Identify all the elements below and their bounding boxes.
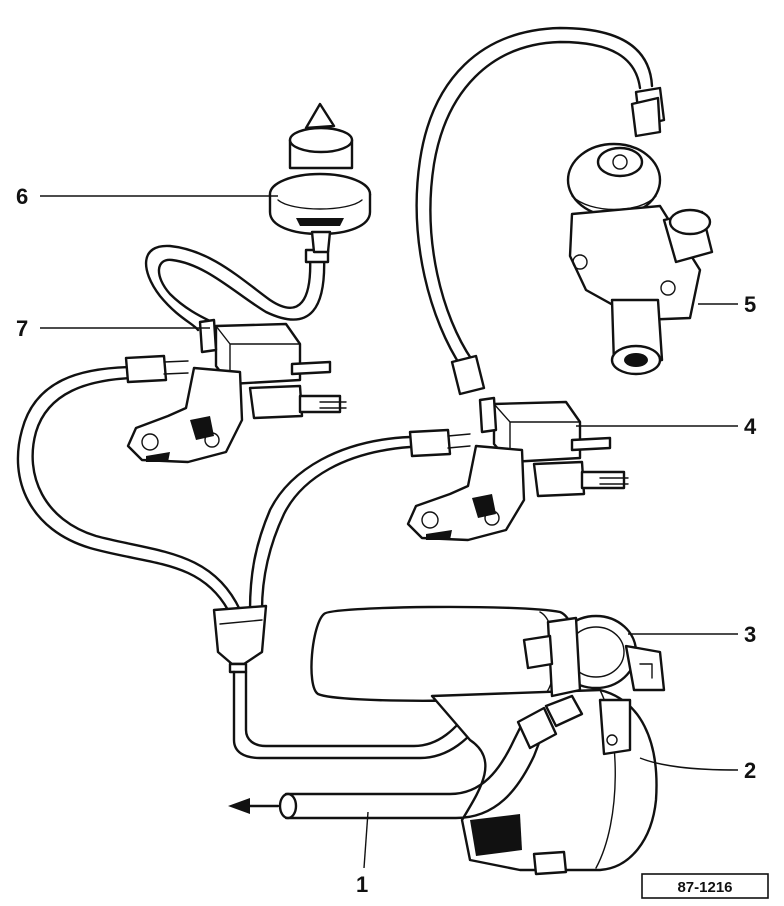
callout-5: 5 <box>744 292 756 317</box>
hose-left-loop <box>16 365 242 612</box>
hose-valve4-to-unit5 <box>415 26 666 370</box>
leader-2 <box>639 757 739 771</box>
component-2-pump <box>310 605 658 876</box>
component-7-solenoid-valve <box>126 318 347 464</box>
leader-1 <box>363 811 369 869</box>
component-3-valve <box>522 614 666 698</box>
hose-valve4-to-tee <box>248 435 412 612</box>
reference-code: 87-1216 <box>677 879 732 896</box>
hose-unit6-to-valve7 <box>145 244 330 332</box>
reference-code-box: 87-1216 <box>641 873 769 899</box>
callout-2: 2 <box>744 758 756 783</box>
callout-1: 1 <box>356 872 368 897</box>
component-6-vacuum-unit <box>268 102 372 254</box>
component-5-valve <box>566 142 714 376</box>
outlet-pipe-1 <box>228 694 584 820</box>
hose-end-valve4 <box>408 354 486 458</box>
tee-connector <box>212 604 268 674</box>
hose-end-valve7 <box>124 354 189 384</box>
callout-7: 7 <box>16 316 28 341</box>
callout-4: 4 <box>744 414 757 439</box>
component-4-solenoid-valve <box>406 396 629 542</box>
callout-6: 6 <box>16 184 28 209</box>
callout-3: 3 <box>744 622 756 647</box>
